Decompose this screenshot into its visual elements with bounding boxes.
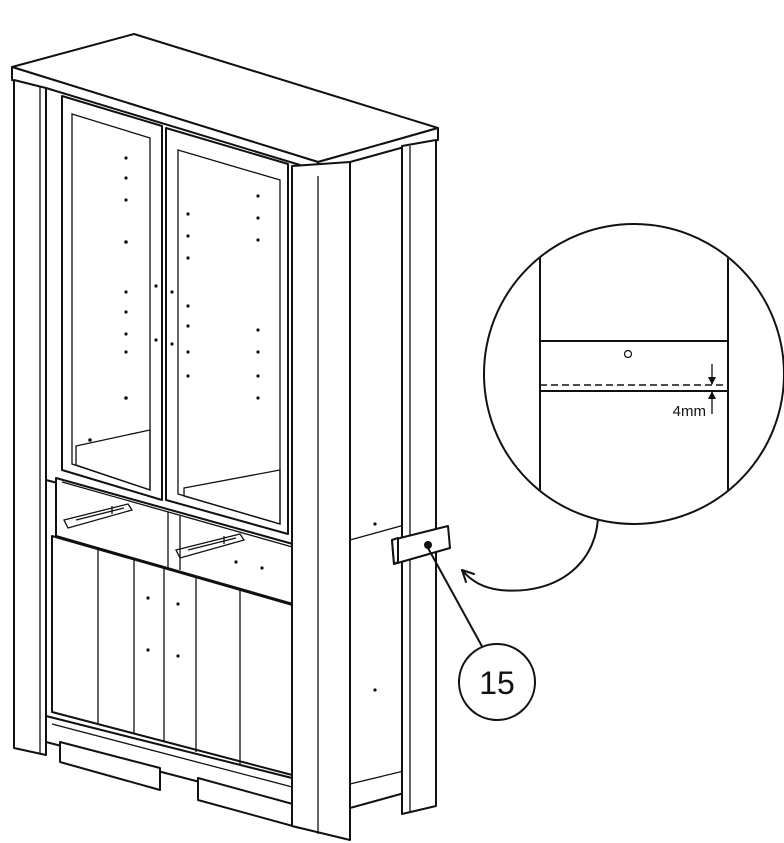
callout-15 <box>458 643 536 721</box>
cabinet-right-side <box>349 145 409 809</box>
callout-leader-line <box>427 547 485 651</box>
magnifier-detail-circle <box>483 223 784 525</box>
cabinet-left-post <box>13 79 47 756</box>
upper-glass-frame <box>45 87 301 547</box>
curved-arrow-icon <box>461 509 600 592</box>
drawer-runner-left <box>63 503 134 529</box>
dimension-label: 4mm <box>673 403 706 420</box>
cabinet-front-right-post <box>291 161 351 841</box>
dimension-arrows <box>708 364 716 414</box>
peg-hole-icon <box>623 349 633 359</box>
shelf-support-part <box>391 525 451 565</box>
callout-number-label: 15 <box>479 665 515 701</box>
drawer-runner-right <box>175 533 246 559</box>
cabinet-right-rear-post <box>401 139 437 815</box>
cabinet-drawing <box>11 33 439 841</box>
